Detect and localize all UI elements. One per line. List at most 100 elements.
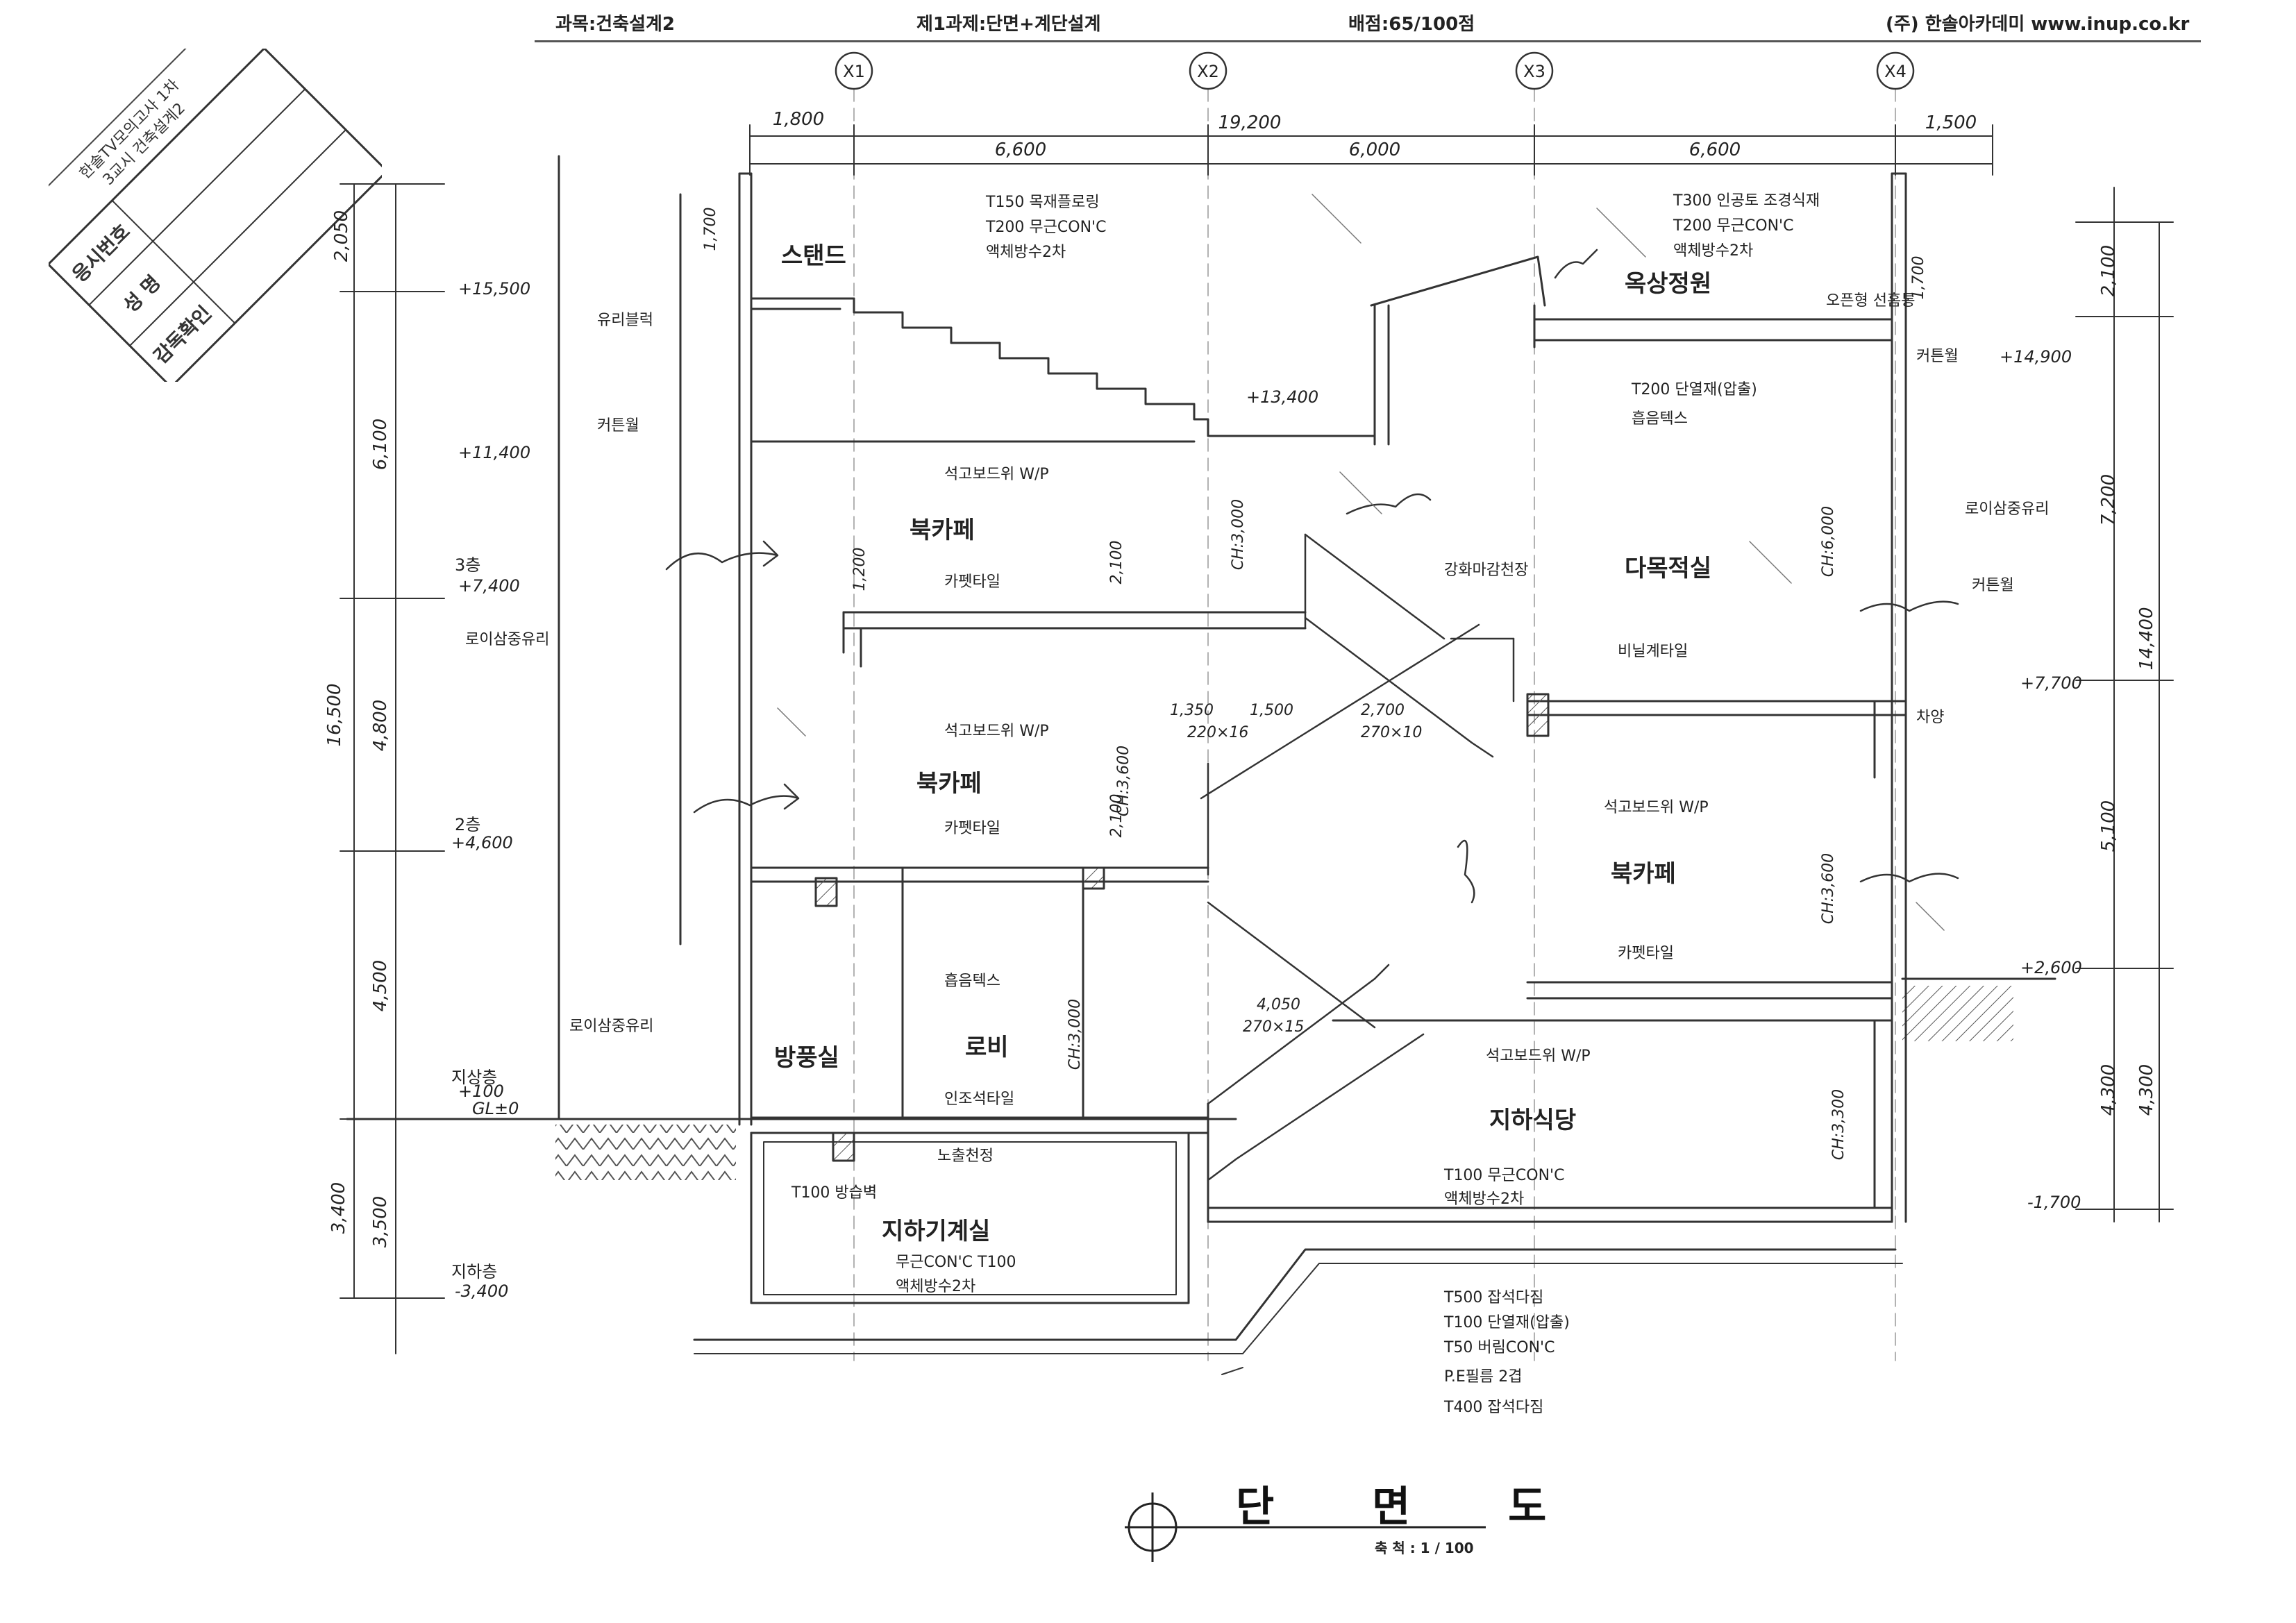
note-8: 석고보드위 W/P	[944, 466, 1049, 483]
height-9: 1,700	[702, 208, 719, 251]
note-9: 카펫타일	[944, 573, 1000, 591]
dim-left-2: 16,500	[324, 684, 345, 747]
dim-top-1: 6,600	[995, 140, 1046, 160]
stairs	[1200, 533, 1529, 1181]
stair-note-3: 220×16	[1187, 724, 1248, 741]
exam-stamp-box: 한솔TV모의고사 1차 3교시 건축설계2 응시번호 성 명 감독확인	[49, 49, 382, 382]
floor-label-3f: 3층	[455, 555, 480, 575]
leader-lines	[777, 194, 1945, 931]
note-15: 카펫타일	[1618, 945, 1674, 962]
note-29: 커튼월	[1916, 348, 1959, 365]
height-3: CH:3,600	[1820, 853, 1837, 924]
level-2: +7,400	[458, 576, 520, 596]
top-dimensions	[749, 124, 1993, 176]
room-basement-dining: 지하식당	[1489, 1107, 1576, 1134]
building-outline	[558, 155, 1907, 1375]
floor-label-gf: 지상층	[451, 1068, 497, 1087]
dim-right-5: 4,300	[2136, 1064, 2157, 1116]
level-11: +13,400	[1246, 387, 1318, 407]
room-bookcafe-3f: 북카페	[910, 516, 975, 544]
note-27: 로이삼중유리	[1965, 501, 2049, 518]
dim-left-5: 3,400	[328, 1182, 349, 1234]
note-24: 액체방수2차	[1444, 1191, 1524, 1208]
dim-left-0: 2,050	[331, 210, 352, 262]
dim-right-4: 4,300	[2098, 1064, 2119, 1116]
dim-top-5: 1,500	[1925, 112, 1977, 133]
note-11: 카펫타일	[944, 820, 1000, 837]
note-19: T100 방습벽	[791, 1184, 877, 1202]
dim-left-4: 4,500	[370, 960, 391, 1011]
dim-top-0: 1,800	[773, 109, 824, 130]
note-curtainwall-right: 커튼월	[1972, 577, 2014, 594]
note-17: 인조석타일	[944, 1091, 1014, 1108]
flow-arrows	[665, 249, 1959, 904]
note-13: 비닐계타일	[1618, 643, 1688, 660]
header-rule	[535, 40, 2201, 42]
note-18: 노출천정	[937, 1147, 994, 1165]
note-20: 무근CON'C T100	[896, 1254, 1016, 1271]
axis-x1-label: X1	[843, 62, 865, 81]
level-1: +11,400	[458, 443, 530, 462]
note-28: 로이삼중유리	[569, 1018, 653, 1035]
note-21: 액체방수2차	[896, 1278, 975, 1295]
level-6: -3,400	[455, 1281, 508, 1301]
stair-note-2: 2,700	[1361, 702, 1405, 719]
stair-note-5: 4,050	[1257, 996, 1300, 1014]
note-32: T500 잡석다짐	[1443, 1289, 1543, 1306]
stair-note-4: 270×10	[1361, 724, 1422, 741]
room-bookcafe-right: 북카페	[1611, 860, 1676, 888]
level-9: +2,600	[2020, 958, 2082, 977]
height-2: CH:6,000	[1820, 506, 1837, 577]
note-14: 석고보드위 W/P	[1604, 799, 1709, 816]
stair-note-6: 270×15	[1243, 1018, 1304, 1036]
note-10: 석고보드위 W/P	[944, 723, 1049, 740]
level-3: +4,600	[451, 833, 513, 852]
note-6: 유리블럭	[597, 312, 653, 329]
dim-left-3: 4,800	[370, 700, 391, 751]
note-0: T150 목재플로링	[985, 194, 1100, 211]
room-windbreak: 방풍실	[774, 1044, 839, 1072]
level-7: +14,900	[2000, 347, 2072, 367]
note-30: 오픈형 선홈통	[1826, 292, 1915, 310]
stair-note-0: 1,350	[1170, 702, 1214, 719]
score-label: 배점:65/100점	[1348, 14, 1475, 35]
axis-x3-label: X3	[1523, 62, 1545, 81]
right-dimensions	[2075, 187, 2174, 1222]
stair-note-1: 1,500	[1250, 702, 1293, 719]
note-3: T300 인공토 조경식재	[1673, 192, 1820, 210]
note-22: 석고보드위 W/P	[1486, 1048, 1591, 1065]
note-36: T400 잡석다짐	[1443, 1399, 1543, 1416]
level-10: -1,700	[2027, 1193, 2081, 1212]
ground-line	[346, 977, 2056, 1180]
dim-right-2: 14,400	[2136, 607, 2157, 671]
task-label: 제1과제:단면+계단설계	[916, 14, 1101, 35]
floor-label-b1: 지하층	[451, 1262, 497, 1281]
room-lobby: 로비	[965, 1034, 1009, 1061]
height-4: CH:3,000	[1066, 999, 1084, 1070]
note-7: 커튼월	[597, 417, 639, 435]
height-1: CH:3,600	[1115, 746, 1132, 816]
height-6: 2,100	[1108, 541, 1125, 585]
note-25: T200 단열재(압출)	[1631, 381, 1757, 398]
drawing-title: 단 면 도	[1236, 1483, 1589, 1531]
level-8: +7,700	[2020, 673, 2082, 693]
floor-label-2f: 2층	[455, 815, 480, 834]
room-rooftop-garden: 옥상정원	[1625, 270, 1711, 298]
room-bookcafe-2f: 북카페	[916, 770, 982, 798]
room-stand: 스탠드	[781, 242, 846, 270]
dim-top-3: 6,000	[1349, 140, 1400, 160]
note-5: 액체방수2차	[1673, 242, 1753, 260]
note-23: T100 무근CON'C	[1443, 1167, 1564, 1184]
height-7: 2,100	[1108, 794, 1125, 838]
level-0: +15,500	[458, 279, 530, 298]
dim-right-0: 2,100	[2098, 245, 2119, 296]
note-31: 차양	[1916, 709, 1944, 726]
note-4: T200 무근CON'C	[1673, 217, 1793, 235]
subject-label: 과목:건축설계2	[555, 14, 676, 35]
note-lowe-left: 로이삼중유리	[465, 631, 549, 648]
note-16: 흡음텍스	[944, 973, 1000, 990]
level-5: GL±0	[472, 1099, 519, 1118]
room-multipurpose: 다목적실	[1625, 555, 1711, 582]
publisher-label: (주) 한솔아카데미 www.inup.co.kr	[1886, 14, 2190, 35]
note-33: T100 단열재(압출)	[1443, 1314, 1570, 1331]
